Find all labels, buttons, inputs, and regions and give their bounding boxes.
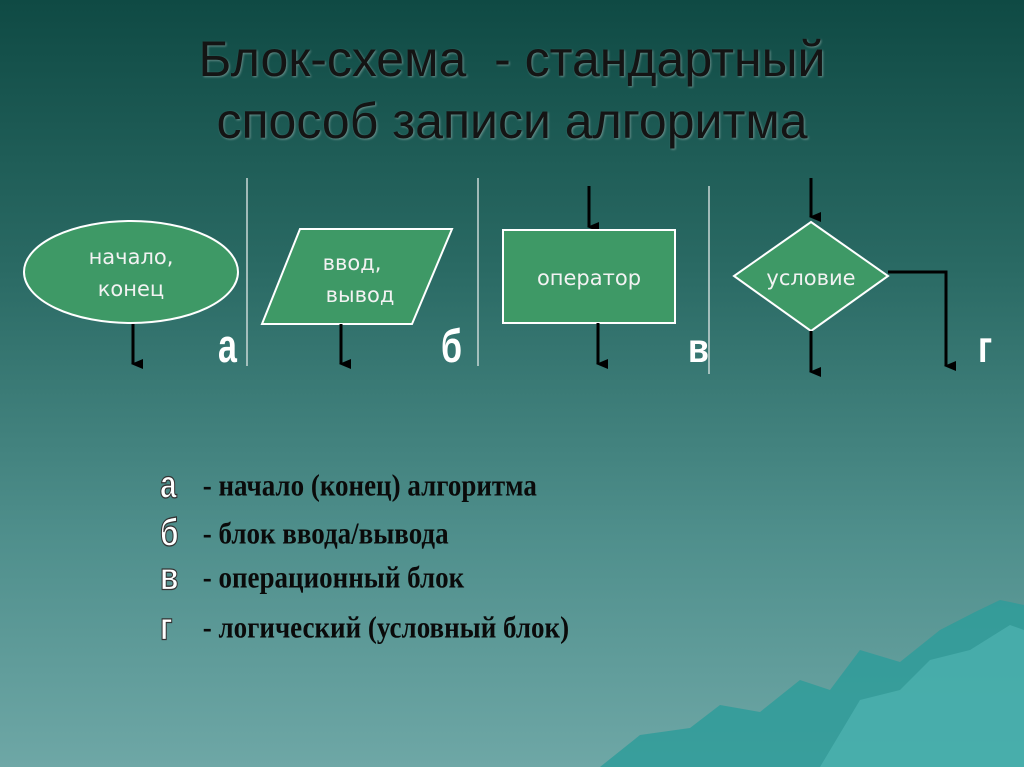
- symbol-letter-g: г: [978, 323, 992, 372]
- legend-text: - логический (условный блок): [202, 609, 570, 645]
- legend-letter: г: [160, 605, 174, 649]
- symbol-letter-v: в: [688, 325, 709, 371]
- title-line-1: Блок-схема - стандартный: [198, 31, 826, 87]
- process-label: оператор: [537, 266, 641, 290]
- terminal-symbol: [23, 220, 239, 324]
- terminal-label-line-1: начало,: [89, 245, 174, 269]
- title-line-2: способ записи алгоритма: [216, 93, 808, 149]
- legend-letter: б: [160, 511, 180, 555]
- legend-item-v: в - операционный блок: [160, 555, 465, 599]
- process-symbol: [502, 229, 676, 324]
- legend-item-b: б - блок ввода/вывода: [160, 511, 449, 555]
- legend-text: - начало (конец) алгоритма: [202, 467, 537, 503]
- terminal-label-line-2: конец: [98, 277, 164, 301]
- legend-letter: в: [160, 555, 179, 599]
- flowchart-symbols: начало, конец а ввод, вывод б оператор в…: [23, 178, 992, 377]
- io-label-line-1: ввод,: [323, 251, 382, 275]
- slide-title: Блок-схема - стандартный способ записи а…: [0, 28, 1024, 152]
- symbol-letter-a: а: [218, 319, 238, 372]
- decision-label: условие: [766, 266, 855, 290]
- legend-text: - блок ввода/вывода: [202, 515, 449, 551]
- legend-item-a: а - начало (конец) алгоритма: [160, 463, 537, 507]
- branch-arrow-line: [888, 270, 956, 371]
- io-label-line-2: вывод: [326, 283, 395, 307]
- legend-text: - операционный блок: [202, 559, 465, 595]
- symbol-letter-b: б: [441, 319, 462, 372]
- io-symbol: [260, 228, 454, 325]
- legend-letter: а: [160, 463, 178, 507]
- legend-item-g: г - логический (условный блок): [160, 605, 570, 649]
- mountain-shape: [600, 600, 1024, 767]
- mountain-shape-light: [820, 625, 1024, 767]
